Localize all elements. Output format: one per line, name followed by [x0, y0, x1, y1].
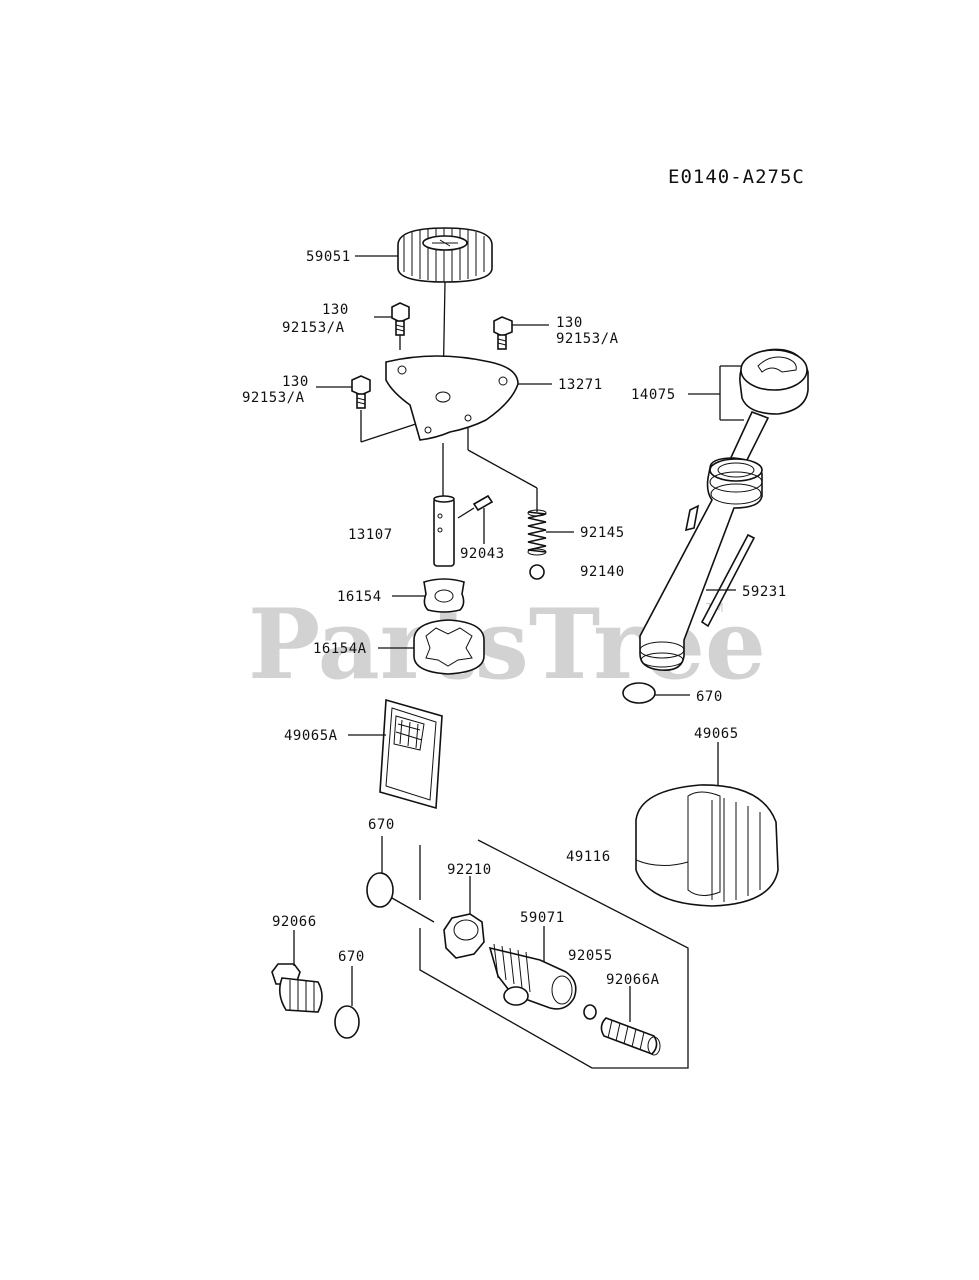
label-130-right: 130: [556, 315, 583, 331]
bolt-part-mid[interactable]: [351, 375, 371, 409]
label-670-mid: 670: [368, 817, 395, 833]
bolt-part-left[interactable]: [391, 302, 410, 336]
label-92145: 92145: [580, 525, 625, 541]
label-49065a: 49065A: [284, 728, 338, 744]
label-92043: 92043: [460, 546, 505, 562]
label-59231: 59231: [742, 584, 787, 600]
label-92055: 92055: [568, 948, 613, 964]
o-ring-part-670-mid[interactable]: [366, 872, 394, 908]
label-92140: 92140: [580, 564, 625, 580]
label-92153a-left: 92153/A: [282, 320, 345, 336]
strainer-part-49065a[interactable]: [379, 698, 443, 810]
label-130-left: 130: [322, 302, 349, 318]
label-92066a: 92066A: [606, 972, 660, 988]
union-fitting-part-59071[interactable]: [488, 943, 577, 1010]
leader-group-box: [419, 839, 689, 1069]
nut-part-92210[interactable]: [443, 913, 485, 959]
label-670-low: 670: [338, 949, 365, 965]
o-ring-part-670-top[interactable]: [622, 682, 656, 704]
label-59051: 59051: [306, 249, 351, 265]
label-59071: 59071: [520, 910, 565, 926]
label-14075: 14075: [631, 387, 676, 403]
o-ring-part-670-low[interactable]: [334, 1005, 360, 1039]
leader-670-mid-2: [391, 897, 435, 923]
pin-part-92043[interactable]: [472, 494, 494, 512]
fitting-part-92066a[interactable]: [600, 1017, 661, 1056]
ball-part-92140[interactable]: [529, 564, 545, 580]
outer-rotor-part-16154a[interactable]: [413, 619, 485, 675]
label-16154a: 16154A: [313, 641, 367, 657]
leader-spring-b: [467, 449, 538, 489]
inner-rotor-part-16154[interactable]: [423, 578, 465, 613]
label-13107: 13107: [348, 527, 393, 543]
dipstick-cap-part-14075[interactable]: [699, 348, 809, 628]
leader-pin: [457, 507, 475, 519]
dipstick-tube-part-59231[interactable]: [639, 457, 763, 672]
label-92153a-mid: 92153/A: [242, 390, 305, 406]
spring-part-92145[interactable]: [527, 509, 547, 556]
bolt-part-right[interactable]: [493, 316, 513, 350]
oil-filter-part-49065[interactable]: [635, 784, 779, 907]
label-49116: 49116: [566, 849, 611, 865]
label-16154: 16154: [337, 589, 382, 605]
gear-part-59051[interactable]: [397, 227, 493, 283]
drain-plug-part-92066[interactable]: [271, 963, 323, 1013]
shaft-part-13107[interactable]: [433, 495, 455, 567]
label-670-top: 670: [696, 689, 723, 705]
label-92210: 92210: [447, 862, 492, 878]
label-92153a-right: 92153/A: [556, 331, 619, 347]
label-92066: 92066: [272, 914, 317, 930]
label-13271: 13271: [558, 377, 603, 393]
diagram-code: E0140-A275C: [668, 166, 805, 188]
label-130-mid: 130: [282, 374, 309, 390]
label-49065: 49065: [694, 726, 739, 742]
cover-plate-part-13271[interactable]: [385, 355, 519, 441]
washer-part-92055[interactable]: [583, 1004, 597, 1020]
